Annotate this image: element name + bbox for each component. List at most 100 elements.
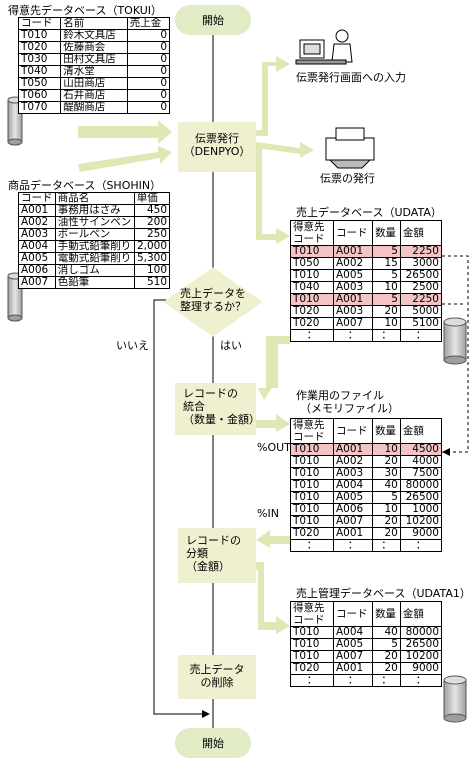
table-cell: T050 bbox=[17, 77, 62, 90]
header-cell: 数量 bbox=[372, 601, 401, 627]
table-cell: A004 bbox=[332, 626, 374, 639]
udata-title: 売上データベース（UDATA） bbox=[296, 206, 442, 219]
table-cell: 佐藤商会 bbox=[60, 41, 128, 54]
table-cell: 9000 bbox=[399, 662, 443, 675]
header-cell: 得意先コード bbox=[290, 418, 334, 444]
table-cell: A004 bbox=[18, 240, 56, 253]
table-cell: 200 bbox=[133, 216, 171, 229]
delete-line-1: 売上データ bbox=[189, 663, 245, 676]
table-cell: T020 bbox=[17, 41, 62, 54]
ellipsis-cell: ： bbox=[332, 539, 374, 552]
table-cell: 26500 bbox=[399, 269, 443, 282]
header-cell: 金額 bbox=[399, 601, 443, 627]
ellipsis-cell: ： bbox=[290, 674, 334, 687]
table-cell: T060 bbox=[17, 89, 62, 102]
ellipsis-cell: ： bbox=[372, 329, 401, 342]
table-cell: 9000 bbox=[399, 527, 443, 540]
table-cell: 10 bbox=[372, 317, 401, 330]
table-cell: A006 bbox=[332, 503, 374, 516]
arrow-tokui-to-denpyo bbox=[78, 120, 172, 144]
table-cell: 450 bbox=[133, 204, 171, 217]
table-cell: 5 bbox=[372, 491, 401, 504]
table-header-row: コード 商品名 単価 bbox=[18, 192, 171, 205]
udata1-db-cylinder bbox=[443, 675, 467, 723]
shohin-title: 商品データベース（SHOHIN） bbox=[8, 179, 162, 192]
table-cell: 10 bbox=[372, 503, 401, 516]
table-cell: T010 bbox=[290, 443, 334, 456]
ellipsis-row: ：：：： bbox=[290, 674, 443, 687]
sort-process-box: レコードの 分類 （金額） bbox=[178, 528, 256, 583]
table-cell: 2250 bbox=[399, 245, 443, 258]
header-cell: 金額 bbox=[399, 220, 443, 246]
table-header-row: 得意先コード コード 数量 金額 bbox=[290, 418, 443, 444]
decision-line-2: 整理するか？ bbox=[180, 300, 246, 313]
table-cell: 事務用はさみ bbox=[54, 204, 135, 217]
header-cell: コード bbox=[18, 192, 56, 205]
ellipsis-cell: ： bbox=[399, 674, 443, 687]
merge-line-1: レコードの bbox=[183, 387, 238, 400]
table-cell: T010 bbox=[290, 269, 334, 282]
table-cell: 30 bbox=[372, 467, 401, 480]
table-cell: 20 bbox=[372, 650, 401, 663]
yes-label: はい bbox=[220, 339, 242, 352]
table-cell: 20 bbox=[372, 305, 401, 318]
table-cell: A007 bbox=[332, 317, 374, 330]
ellipsis-cell: ： bbox=[290, 539, 334, 552]
table-cell: A007 bbox=[332, 515, 374, 528]
table-cell: T020 bbox=[290, 527, 334, 540]
table-cell: T010 bbox=[290, 503, 334, 516]
table-cell: 油性サインペン bbox=[54, 216, 135, 229]
table-cell: 10 bbox=[372, 281, 401, 294]
ellipsis-cell: ： bbox=[399, 539, 443, 552]
table-cell: 3000 bbox=[399, 257, 443, 270]
table-cell: A001 bbox=[332, 293, 374, 306]
table-cell: T010 bbox=[290, 638, 334, 651]
table-cell: 0 bbox=[126, 89, 171, 102]
table-cell: A001 bbox=[332, 443, 374, 456]
header-cell: 金額 bbox=[399, 418, 443, 444]
sort-line-2: 分類 bbox=[186, 547, 208, 560]
header-cell: コード bbox=[332, 601, 374, 627]
table-cell: ボールペン bbox=[54, 228, 135, 241]
no-branch-line bbox=[153, 299, 210, 718]
table-cell: 40 bbox=[372, 479, 401, 492]
header-cell: コード bbox=[332, 220, 374, 246]
table-cell: T010 bbox=[290, 515, 334, 528]
table-cell: 5,300 bbox=[133, 252, 171, 265]
table-cell: T040 bbox=[17, 65, 62, 78]
tokui-db-cylinder bbox=[7, 96, 23, 146]
table-cell: T020 bbox=[290, 305, 334, 318]
sort-line-3: （金額） bbox=[186, 560, 230, 573]
table-cell: 5 bbox=[372, 293, 401, 306]
table-cell: 10200 bbox=[399, 515, 443, 528]
table-cell: 510 bbox=[133, 276, 171, 289]
table-cell: A005 bbox=[332, 491, 374, 504]
no-label: いいえ bbox=[116, 339, 149, 352]
work-title: 作業用のファイル bbox=[296, 389, 384, 402]
table-header-row: 得意先コード コード 数量 金額 bbox=[290, 220, 443, 246]
table-cell: 20 bbox=[372, 527, 401, 540]
decision-line-1: 売上データを bbox=[180, 287, 246, 300]
arrow-denpyo-to-screen bbox=[256, 56, 290, 136]
table-cell: T010 bbox=[290, 479, 334, 492]
arrow-udata-to-merge bbox=[258, 336, 290, 400]
table-cell: A001 bbox=[332, 527, 374, 540]
udata-db-cylinder bbox=[443, 317, 467, 365]
